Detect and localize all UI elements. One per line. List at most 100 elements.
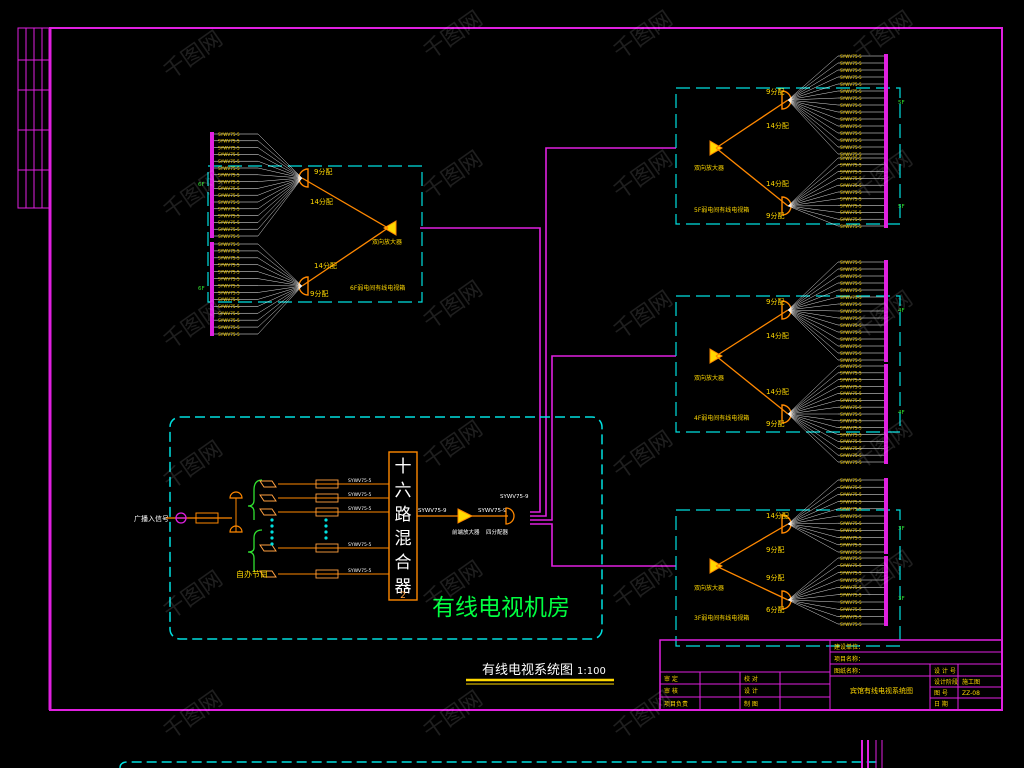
drawing-title: 有线电视系统图 1:100: [466, 663, 614, 685]
outlet-label: SYWV75-5: [218, 318, 240, 323]
drop-cable: [787, 99, 839, 141]
drop-cable: [787, 523, 839, 553]
outlet-label: SYWV75-5: [840, 528, 862, 533]
splitter-label: 9分配: [766, 573, 784, 582]
outlet-label: SYWV75-5: [840, 131, 862, 136]
modulator-box: [315, 543, 339, 553]
floor-box-label: 5F弱电间有线电视箱: [694, 206, 749, 214]
feeder-line: [715, 147, 789, 207]
drop-cable: [257, 177, 303, 182]
outlet-label: SYWV75-5: [840, 419, 862, 424]
outlet-label: SYWV75-5: [218, 132, 240, 137]
drop-cable: [787, 565, 839, 601]
drop-cable: [257, 177, 303, 230]
outlet-label: SYWV75-5: [218, 242, 240, 247]
drop-cable: [257, 167, 303, 179]
outlet-label: SYWV75-5: [840, 344, 862, 349]
feeder-line: [715, 309, 789, 357]
drop-cable: [787, 587, 839, 601]
channel-ellipsis: [270, 518, 328, 546]
outlet-label: SYWV75-5: [840, 485, 862, 490]
drop-cable: [787, 494, 839, 525]
outlet-label: SYWV75-5: [840, 82, 862, 87]
mixer-char: 混: [395, 529, 412, 549]
drop-cable: [787, 99, 839, 155]
outlet-terminal-strip: [884, 54, 888, 156]
outlet-label: SYWV75-5: [218, 276, 240, 281]
bottom-fragments: [119, 740, 883, 768]
drop-cable: [787, 282, 839, 311]
drop-cable: [257, 160, 303, 179]
head-amp-icon: [457, 508, 474, 524]
outlet-label: SYWV75-5: [840, 439, 862, 444]
trunk-cables: [420, 147, 676, 567]
outlet-label: SYWV75-5: [218, 249, 240, 254]
outlet-label: SYWV75-5: [218, 283, 240, 288]
outlet-label: SYWV75-5: [840, 585, 862, 590]
outlet-label: SYWV75-5: [840, 432, 862, 437]
cable-label-3: SYWV75-9: [500, 494, 529, 500]
outlet-label: SYWV75-5: [840, 460, 862, 465]
drop-cable: [257, 177, 303, 210]
outlet-label: SYWV75-5: [840, 217, 862, 222]
outlet-terminal-strip: [884, 478, 888, 554]
drop-cable: [257, 140, 303, 179]
mixer-box: [388, 451, 418, 601]
outlet-label: SYWV75-5: [218, 179, 240, 184]
drop-cable: [787, 579, 839, 601]
tb-mid-0: 校 对: [744, 675, 758, 683]
outlet-label: SYWV75-5: [840, 96, 862, 101]
brace-lower: [247, 529, 263, 572]
head-splitter-label: 四分配器: [486, 528, 509, 536]
head-amp-label: 前端放大器: [452, 528, 480, 536]
outlet-label: SYWV75-5: [840, 364, 862, 369]
amplifier-label: 双向放大器: [694, 164, 724, 172]
side-floor-label: 4F: [898, 308, 905, 314]
outlet-label: SYWV75-5: [840, 156, 862, 161]
drop-cable: [787, 99, 839, 120]
drop-cable: [787, 55, 839, 101]
outlet-label: SYWV75-5: [840, 578, 862, 583]
side-floor-label: 6F: [198, 182, 205, 188]
drop-cable: [257, 177, 303, 189]
splitter-label: 9分配: [766, 419, 784, 428]
outlet-label: SYWV75-5: [840, 323, 862, 328]
outlet-label: SYWV75-5: [840, 260, 862, 265]
drop-cable: [787, 413, 839, 435]
outlet-label: SYWV75-5: [840, 309, 862, 314]
distribution-groups: 双向放大器6F弱电间有线电视箱9分配14分配14分配9分配SYWV75-5SYW…: [198, 54, 905, 647]
drop-cable: [787, 205, 839, 213]
outlet-terminal-strip: [884, 556, 888, 626]
drop-cable: [787, 523, 839, 546]
amplifier-label: 双向放大器: [372, 238, 402, 246]
drop-cable: [257, 174, 303, 179]
outlet-label: SYWV75-5: [840, 110, 862, 115]
outlet-label: SYWV75-5: [840, 163, 862, 168]
drop-cable: [787, 97, 839, 101]
channel-row: SYWV75-5: [259, 492, 389, 503]
tb-drawing-name: 宾馆有线电视系统图: [850, 686, 913, 695]
self-program-label: 自办节目: [236, 569, 268, 579]
splitter-label: 9分配: [314, 167, 332, 176]
outlet-label: SYWV75-5: [840, 622, 862, 627]
feeder-line: [715, 355, 789, 415]
drop-cable: [787, 515, 839, 525]
drop-cable: [787, 508, 839, 525]
drop-cable: [787, 599, 839, 603]
drop-cable: [257, 177, 303, 196]
feeder-line: [301, 177, 389, 229]
outlet-terminal-strip: [884, 364, 888, 464]
drop-cable: [787, 99, 839, 134]
floor-box: [207, 165, 423, 303]
channel-row: SYWV75-5: [259, 506, 389, 517]
drop-cable: [257, 285, 303, 328]
drop-cable: [257, 271, 303, 287]
drop-cable: [787, 289, 839, 311]
outlet-label: SYWV75-5: [218, 152, 240, 157]
channel-cable-label: SYWV75-5: [348, 492, 371, 498]
tb-left-1: 审 核: [664, 687, 678, 695]
side-floor-label: 5F: [898, 204, 905, 210]
floor-box: [675, 87, 901, 225]
outlet-label: SYWV75-5: [840, 124, 862, 129]
drop-cable: [787, 594, 839, 601]
